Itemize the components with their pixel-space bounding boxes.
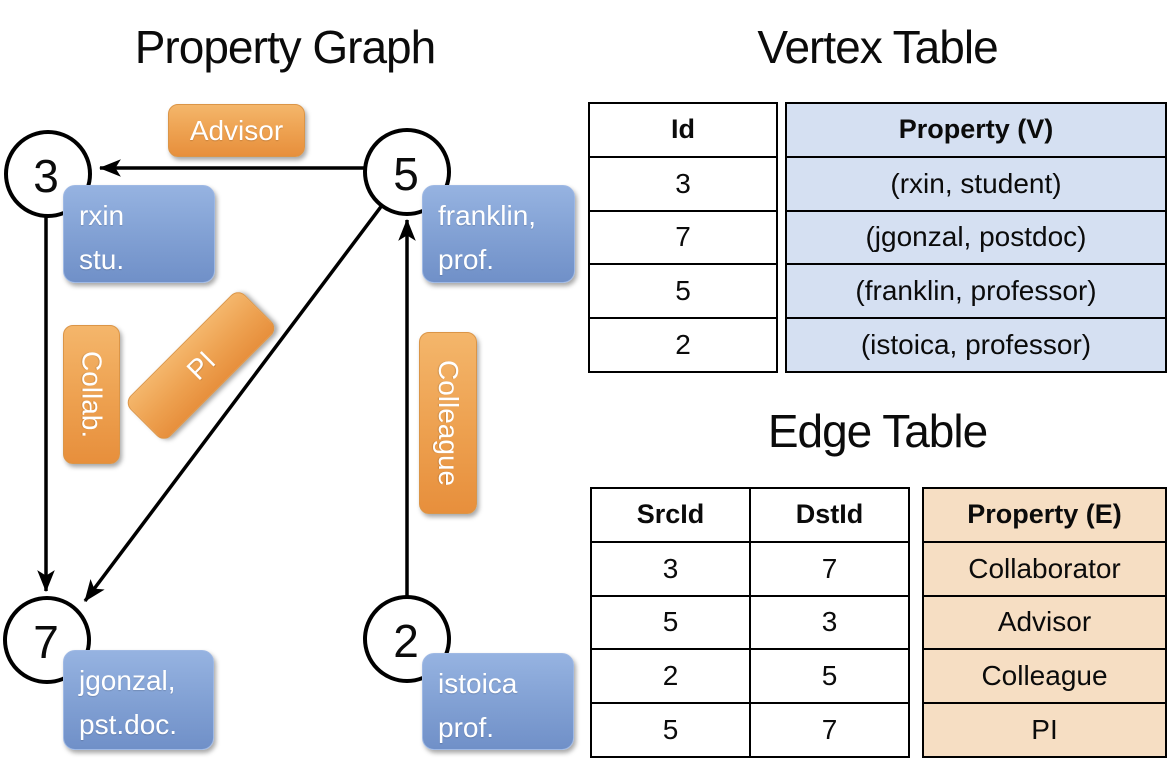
table-cell: Advisor	[997, 606, 1092, 638]
vertex-property-line: istoica	[438, 668, 518, 699]
edge-pi-5-to-7	[83, 170, 409, 603]
vertex-property-line: pst.doc.	[79, 709, 178, 740]
table-cell: 5	[821, 660, 838, 692]
table-cell: 7	[675, 221, 691, 253]
table-cell: (jgonzal, postdoc)	[865, 221, 1087, 253]
vertex-table-id-column: Id 3 7 5 2	[588, 102, 778, 373]
vertex-property-line: rxin	[79, 200, 125, 231]
graph-section-title: Property Graph	[134, 21, 436, 73]
vertex-table-property-column: Property (V) (rxin, student) (jgonzal, p…	[785, 102, 1167, 373]
vertex-property-box-5: franklin, prof.	[422, 185, 575, 283]
vertex-property-box-2: istoica prof.	[422, 653, 574, 750]
vertex-node-2-label: 2	[393, 615, 419, 667]
edge-table-title: Edge Table	[767, 405, 988, 457]
edge-label-colleague: Colleague	[419, 332, 477, 514]
vertex-table-header-property: Property (V)	[898, 114, 1054, 145]
table-cell: (istoica, professor)	[860, 329, 1092, 361]
vertex-node-5-label: 5	[393, 148, 419, 200]
table-cell: 3	[675, 167, 691, 199]
edge-label-collab: Collab.	[63, 325, 120, 464]
table-cell: (franklin, professor)	[855, 275, 1097, 307]
table-cell: Collaborator	[968, 552, 1121, 584]
table-cell: 7	[821, 714, 838, 746]
vertex-property-line: jgonzal,	[79, 665, 176, 696]
table-cell: Colleague	[981, 660, 1108, 692]
edge-label-advisor: Advisor	[168, 104, 305, 157]
vertex-property-line: prof.	[438, 244, 495, 275]
table-cell: 2	[675, 329, 691, 361]
table-cell: (rxin, student)	[890, 167, 1062, 199]
vertex-table-title: Vertex Table	[757, 21, 998, 73]
table-cell: PI	[1031, 714, 1058, 746]
vertex-property-line: prof.	[438, 712, 495, 743]
vertex-property-box-3: rxin stu.	[63, 185, 215, 283]
table-cell: 7	[821, 552, 838, 584]
edge-table-header-property: Property (E)	[967, 499, 1122, 530]
table-cell: 5	[592, 704, 751, 756]
edge-table-property-column: Property (E) Collaborator Advisor Collea…	[922, 487, 1167, 758]
vertex-property-box-7: jgonzal, pst.doc.	[63, 650, 214, 750]
table-cell: 3	[592, 542, 751, 595]
table-cell: 3	[821, 606, 838, 638]
edge-table-header-dstid: DstId	[795, 499, 864, 530]
edge-table-id-columns: SrcId DstId 3 7 5 3 2 5 5 7	[590, 487, 910, 758]
edge-table-header-srcid: SrcId	[592, 489, 751, 541]
vertex-node-3-label: 3	[33, 150, 59, 202]
vertex-table-header-id: Id	[671, 114, 695, 145]
table-cell: 2	[592, 650, 751, 703]
vertex-property-line: stu.	[79, 244, 125, 275]
vertex-node-7-label: 7	[33, 616, 59, 668]
table-cell: 5	[675, 275, 691, 307]
vertex-property-line: franklin,	[438, 200, 537, 231]
table-cell: 5	[592, 596, 751, 649]
